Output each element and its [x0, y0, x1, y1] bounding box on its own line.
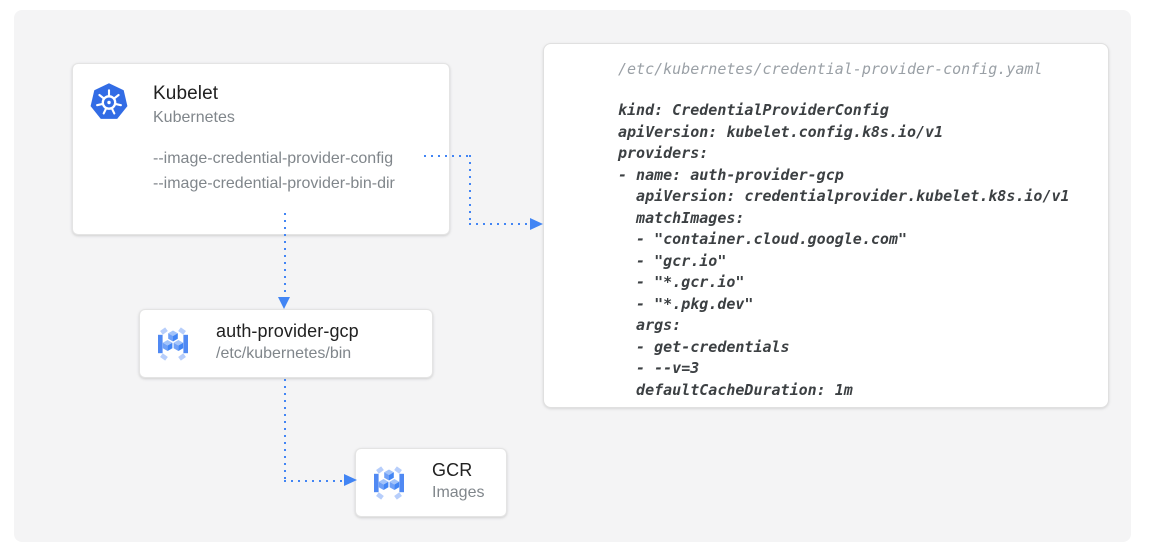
arrowhead-right-icon — [530, 218, 543, 230]
code-line: - --v=3 — [618, 359, 700, 377]
kubernetes-icon — [89, 82, 129, 127]
kubelet-flags: --image-credential-provider-config --ima… — [153, 146, 395, 196]
edge-config-to-yaml-segment — [424, 155, 471, 157]
node-gcr: GCR Images — [355, 448, 507, 517]
gcr-title: GCR — [432, 460, 473, 480]
gcr-subtitle: Images — [432, 484, 485, 501]
kubelet-flag-config: --image-credential-provider-config — [153, 150, 394, 167]
config-file-path: /etc/kubernetes/credential-provider-conf… — [618, 60, 1043, 78]
code-line: apiVersion: credentialprovider.kubelet.k… — [618, 187, 1070, 205]
code-line: - "*.pkg.dev" — [618, 294, 754, 313]
code-line: apiVersion: kubelet.config.k8s.io/v1 — [618, 122, 944, 141]
code-line: matchImages: — [618, 208, 745, 227]
code-line: - "container.cloud.google.com" — [618, 230, 907, 248]
kubelet-title: Kubelet — [153, 83, 219, 104]
code-line: kind: CredentialProviderConfig — [618, 101, 889, 119]
edge-config-to-yaml-segment — [469, 223, 530, 225]
arrowhead-down-icon — [278, 297, 290, 309]
code-line: - name: auth-provider-gcp — [618, 165, 844, 184]
kubelet-subtitle: Kubernetes — [153, 109, 235, 126]
edge-config-to-yaml-segment — [469, 155, 471, 225]
gcr-icon — [369, 463, 409, 508]
auth-provider-subtitle: /etc/kubernetes/bin — [216, 345, 352, 362]
edge-kubelet-to-auth-provider-segment — [284, 213, 286, 299]
code-line: - "gcr.io" — [618, 251, 727, 270]
arrowhead-right-icon — [344, 474, 357, 486]
kubelet-flag-bin-dir: --image-credential-provider-bin-dir — [153, 175, 395, 192]
code-line: defaultCacheDuration: 1m — [618, 380, 853, 399]
edge-auth-provider-to-gcr-segment — [284, 480, 344, 482]
node-kubelet: Kubelet Kubernetes --image-credential-pr… — [72, 63, 450, 235]
auth-provider-title: auth-provider-gcp — [216, 321, 359, 341]
node-auth-provider-gcp: auth-provider-gcp /etc/kubernetes/bin — [139, 309, 433, 378]
code-line: - get-credentials — [618, 337, 790, 356]
config-yaml-code: kind: CredentialProviderConfig apiVersio… — [618, 100, 1092, 401]
code-line: args: — [618, 316, 682, 334]
credential-provider-config-panel: /etc/kubernetes/credential-provider-conf… — [543, 43, 1109, 408]
edge-auth-provider-to-gcr-segment — [284, 379, 286, 481]
code-line: - "*.gcr.io" — [618, 273, 745, 291]
code-line: providers: — [618, 144, 709, 162]
gcr-icon — [153, 324, 193, 369]
